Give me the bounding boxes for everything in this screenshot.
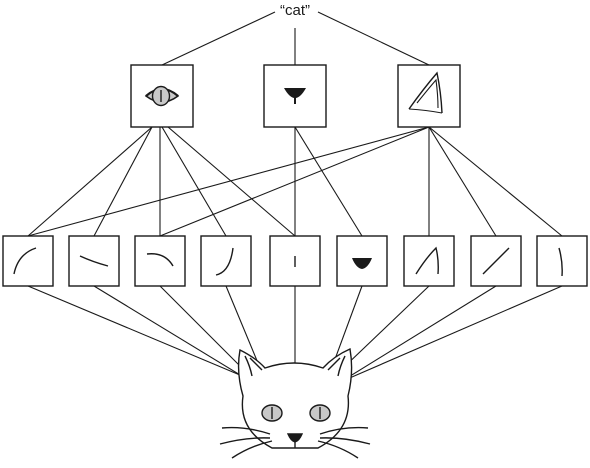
eye-feature-box [130, 64, 194, 128]
nose-shape-icon [352, 258, 372, 269]
connection-line [294, 126, 363, 237]
connection-line [428, 126, 563, 237]
top-level-features [130, 64, 461, 128]
ear-curve-icon [415, 246, 439, 275]
edge-feature-6 [336, 235, 388, 287]
cat-face-input [219, 348, 371, 459]
edge-feature-9 [536, 235, 588, 287]
curve-hook-icon [215, 247, 234, 276]
edge-feature-8 [470, 235, 522, 287]
connection-line [27, 285, 248, 379]
connection-line [27, 126, 153, 237]
nose-feature-box [263, 64, 327, 128]
connection-line [333, 285, 497, 387]
curve-arc-icon [146, 253, 174, 267]
edge-feature-2 [68, 235, 120, 287]
curve-down-icon [79, 255, 109, 267]
edge-feature-5 [269, 235, 321, 287]
connection-line [317, 11, 430, 66]
ear-feature-box [397, 64, 461, 128]
connection-line [93, 126, 153, 237]
connection-line [161, 11, 276, 66]
connection-line [167, 126, 296, 237]
edge-feature-3 [134, 235, 186, 287]
bottom-level-features [2, 235, 588, 287]
edge-feature-7 [403, 235, 455, 287]
curve-up-left-icon [13, 247, 37, 275]
ear-icon [408, 71, 443, 114]
connection-line [428, 126, 497, 237]
connection-line [93, 285, 256, 385]
edge-feature-4 [200, 235, 252, 287]
connection-line [161, 126, 227, 237]
connection-line [27, 126, 430, 237]
cat-face-icon [219, 348, 371, 459]
connection-line [344, 285, 563, 381]
diagonal-line-icon [482, 247, 510, 275]
slight-vertical-icon [558, 247, 563, 277]
eye-icon [144, 85, 180, 107]
edge-feature-1 [2, 235, 54, 287]
connection-line [159, 126, 430, 237]
nose-icon [284, 88, 306, 104]
output-label: “cat” [280, 2, 310, 19]
